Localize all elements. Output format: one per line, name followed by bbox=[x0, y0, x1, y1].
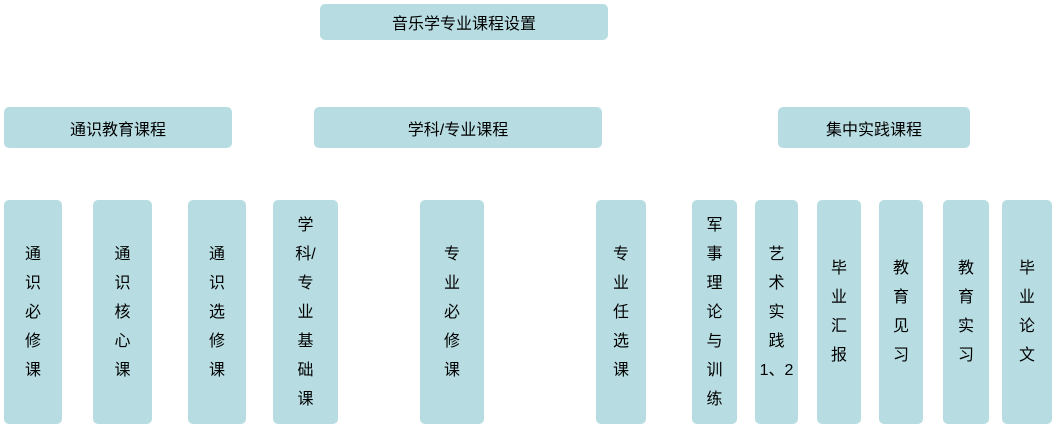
vertical-text-line: 课 bbox=[114, 361, 131, 379]
course-node-general-required: 通识必修课 bbox=[4, 200, 62, 424]
course-node-graduation-report: 毕业汇报 bbox=[817, 200, 861, 424]
course-node-military-theory-training: 军事理论与训练 bbox=[692, 200, 737, 424]
vertical-text-line: 基 bbox=[297, 332, 314, 350]
vertical-text-line: 业 bbox=[443, 274, 460, 292]
vertical-text-line: 修 bbox=[24, 332, 41, 350]
vertical-text-line: 必 bbox=[443, 303, 460, 321]
root-node-curriculum-title: 音乐学专业课程设置 bbox=[320, 4, 608, 40]
course-node-professional-elective: 专业任选课 bbox=[596, 200, 646, 424]
vertical-text-line: 见 bbox=[892, 318, 909, 335]
vertical-text-line: 报 bbox=[830, 347, 847, 364]
vertical-text-line: 通 bbox=[208, 245, 225, 263]
vertical-text-line: 任 bbox=[612, 303, 629, 321]
category-label: 学科/专业课程 bbox=[407, 121, 509, 139]
vertical-text-line: 专 bbox=[443, 245, 460, 263]
vertical-text-line: 业 bbox=[297, 303, 314, 321]
vertical-text-line: 学 bbox=[297, 216, 314, 234]
course-node-education-internship: 教育实习 bbox=[943, 200, 989, 424]
vertical-text-line: 识 bbox=[24, 274, 41, 292]
vertical-text-line: 文 bbox=[1018, 347, 1035, 364]
vertical-text-line: 实 bbox=[957, 318, 974, 335]
course-node-education-observation: 教育见习 bbox=[879, 200, 923, 424]
vertical-text-line: 课 bbox=[297, 390, 314, 408]
vertical-text-line: 教 bbox=[957, 260, 974, 277]
vertical-text-line: 课 bbox=[24, 361, 41, 379]
course-node-general-core: 通识核心课 bbox=[93, 200, 152, 424]
vertical-text-line: 1、2 bbox=[759, 361, 794, 379]
category-node-concentrated-practice: 集中实践课程 bbox=[778, 107, 970, 148]
vertical-text-line: 理 bbox=[706, 274, 723, 292]
vertical-text-line: 识 bbox=[114, 274, 131, 292]
vertical-text-line: 习 bbox=[892, 347, 909, 364]
vertical-text-line: 选 bbox=[612, 332, 629, 350]
vertical-text-line: 识 bbox=[208, 274, 225, 292]
vertical-text-line: 汇 bbox=[830, 318, 847, 335]
vertical-text-line: 练 bbox=[706, 390, 723, 408]
vertical-text-line: 专 bbox=[612, 245, 629, 263]
vertical-text-line: 课 bbox=[443, 361, 460, 379]
vertical-text-line: 践 bbox=[768, 332, 785, 350]
vertical-text-line: 课 bbox=[208, 361, 225, 379]
vertical-text-line: 教 bbox=[892, 260, 909, 277]
vertical-text-line: 课 bbox=[612, 361, 629, 379]
vertical-text-line: 实 bbox=[768, 303, 785, 321]
vertical-text-line: 事 bbox=[706, 245, 723, 263]
vertical-text-line: 修 bbox=[443, 332, 460, 350]
vertical-text-line: 业 bbox=[1018, 289, 1035, 306]
vertical-text-line: 专 bbox=[297, 274, 314, 292]
vertical-text-line: 育 bbox=[957, 289, 974, 306]
course-node-art-practice-1-2: 艺术实践 1、2 bbox=[755, 200, 798, 424]
vertical-text-line: 核 bbox=[114, 303, 131, 321]
vertical-text-line: 必 bbox=[24, 303, 41, 321]
vertical-text-line: 军 bbox=[706, 216, 723, 234]
category-label: 通识教育课程 bbox=[69, 121, 166, 139]
vertical-text-line: 科/ bbox=[295, 245, 316, 263]
vertical-text-line: 础 bbox=[297, 361, 314, 379]
vertical-text-line: 艺 bbox=[768, 245, 785, 263]
course-node-graduation-thesis: 毕业论文 bbox=[1002, 200, 1052, 424]
course-node-general-elective: 通识选修课 bbox=[188, 200, 246, 424]
vertical-text-line: 通 bbox=[24, 245, 41, 263]
vertical-text-line: 毕 bbox=[1018, 260, 1035, 277]
vertical-text-line: 修 bbox=[208, 332, 225, 350]
vertical-text-line: 训 bbox=[706, 361, 723, 379]
root-node-label: 音乐学专业课程设置 bbox=[391, 16, 536, 33]
course-node-discipline-foundation: 学科/专业基础课 bbox=[273, 200, 338, 424]
vertical-text-line: 与 bbox=[706, 332, 723, 350]
category-node-general-education: 通识教育课程 bbox=[4, 107, 232, 148]
vertical-text-line: 业 bbox=[612, 274, 629, 292]
vertical-text-line: 心 bbox=[114, 332, 131, 350]
vertical-text-line: 毕 bbox=[830, 260, 847, 277]
category-node-discipline-professional: 学科/专业课程 bbox=[314, 107, 602, 148]
category-label: 集中实践课程 bbox=[825, 121, 922, 139]
vertical-text-line: 习 bbox=[957, 347, 974, 364]
vertical-text-line: 选 bbox=[208, 303, 225, 321]
course-node-professional-required: 专业必修课 bbox=[420, 200, 484, 424]
vertical-text-line: 通 bbox=[114, 245, 131, 263]
vertical-text-line: 论 bbox=[1018, 318, 1035, 335]
vertical-text-line: 业 bbox=[830, 289, 847, 306]
vertical-text-line: 育 bbox=[892, 289, 909, 306]
vertical-text-line: 术 bbox=[768, 274, 785, 292]
vertical-text-line: 论 bbox=[706, 303, 723, 321]
